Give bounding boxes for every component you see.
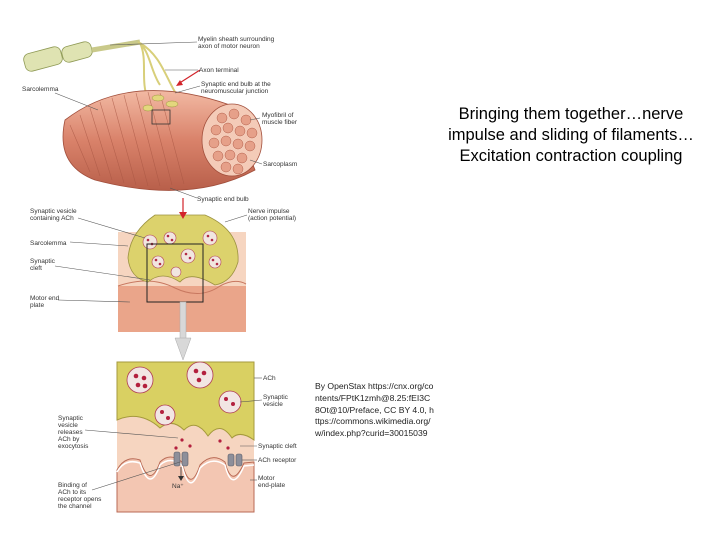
label-releases-line1: Synaptic [58,415,84,422]
bottom-labels: ACh Synaptic vesicle Synaptic vesicle re… [58,375,297,510]
label-binding-line3: receptor opens [58,496,102,503]
junction-highlight-box [151,109,171,125]
label-releases-line5: exocytosis [58,443,89,450]
label-synaptic-vesicle-line2: vesicle [263,401,283,408]
label-sarcolemma-top: Sarcolemma [22,86,59,93]
label-motor-end-plate-line2: plate [30,302,44,309]
middle-end-bulb [127,214,239,286]
label-binding-line4: the channel [58,503,92,510]
myofibril-ends [208,108,258,175]
image-attribution: By OpenStax https://cnx.org/contents/FPt… [315,381,434,439]
myelinated-axon [23,39,176,101]
label-releases-line4: ACh by [58,436,80,443]
label-sodium: Na⁺ [172,483,184,490]
label-releases-line3: releases [58,429,83,436]
label-myelin-line1: Myelin sheath surrounding [198,36,275,43]
label-cleft-mid-line2: cleft [30,265,42,272]
label-releases-line2: vesicle [58,422,78,429]
impulse-arrow-top [177,69,201,85]
zoom-arrow [174,301,192,361]
label-cleft-mid-line1: Synaptic [30,258,56,265]
end-plate-membrane [116,456,255,513]
label-synaptic-cleft-bottom: Synaptic cleft [258,443,297,450]
label-synaptic-vesicle-line1: Synaptic [263,394,289,401]
label-ach-receptor: ACh receptor [258,457,297,464]
label-motor-endplate-line1: Motor [258,475,275,482]
label-myelin-line2: axon of motor neuron [198,43,260,50]
bottom-panel: Na⁺ [116,361,255,513]
label-sarcoplasm: Sarcoplasm [263,161,297,168]
middle-ach-dots [146,234,219,266]
label-vesicle-ach-line1: Synaptic vesicle [30,208,77,215]
label-end-bulb-nmj-line1: Synaptic end bulb at the [201,81,271,88]
middle-vesicles [142,230,222,278]
label-end-bulb-nmj-line2: neuromuscular junction [201,88,269,95]
label-motor-endplate-line2: end-plate [258,482,285,489]
bottom-ach-dots [133,368,235,450]
label-vesicle-ach-line2: containing ACh [30,215,74,222]
label-myofibril-line1: Myofibril of [262,112,294,119]
cleft-highlight-box [146,243,204,303]
label-binding-line1: Binding of [58,482,87,489]
label-myofibril-line2: muscle fiber [262,119,298,126]
label-binding-line2: ACh to its [58,489,87,496]
muscle-fiber-stripes [69,91,185,187]
label-motor-end-plate-line1: Motor end [30,295,60,302]
top-labels: Myelin sheath surrounding axon of motor … [22,36,298,203]
middle-labels: Synaptic vesicle containing ACh Nerve im… [30,208,296,309]
fiber-bundle-body [62,90,256,191]
label-nerve-impulse-line1: Nerve impulse [248,208,290,215]
label-axon-terminal: Axon terminal [199,67,239,74]
label-ach: ACh [263,375,276,382]
surface-end-bulbs [142,94,179,112]
slide-caption: Bringing them together…nerve impulse and… [448,105,694,165]
label-synaptic-end-bulb: Synaptic end bulb [197,196,249,203]
label-nerve-impulse-line2: (action potential) [248,215,296,222]
label-sarcolemma-mid: Sarcolemma [30,240,67,247]
muscle-fiber-bundle [23,39,263,191]
